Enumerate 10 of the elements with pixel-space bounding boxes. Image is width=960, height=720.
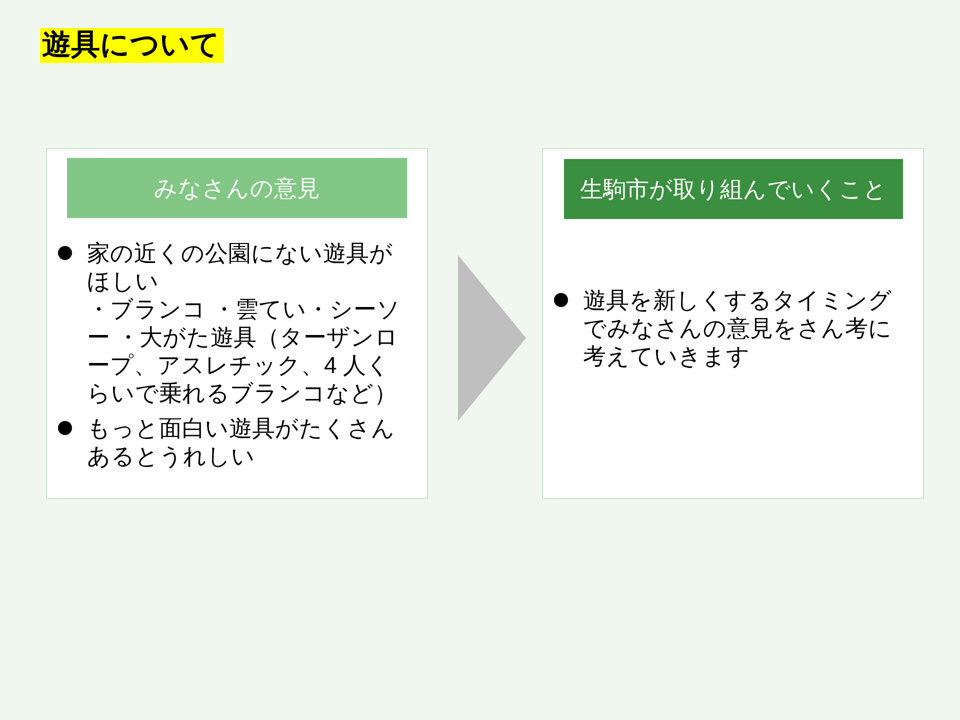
arrow	[458, 255, 526, 421]
list-item-text: 家の近くの公園にない遊具がほしい	[87, 239, 394, 295]
header-band: みなさんの意見	[67, 158, 407, 218]
list-item-text: もっと面白い遊具がたくさんあるとうれしい	[87, 414, 396, 470]
header-band: 生駒市が取り組んでいくこと	[564, 159, 903, 219]
panel-card	[542, 148, 924, 499]
list-item-text: 遊具を新しくするタイミングでみなさんの意見をさん考に考えていきます	[583, 286, 893, 370]
page-title: 遊具について	[40, 28, 224, 63]
sub-list-text: ・ブランコ ・雲てい・シーソー ・大がた遊具（ターザンロープ、アスレチック、4 人くらいで乗れるブランコなど）	[87, 295, 402, 407]
panel-card	[46, 148, 428, 499]
